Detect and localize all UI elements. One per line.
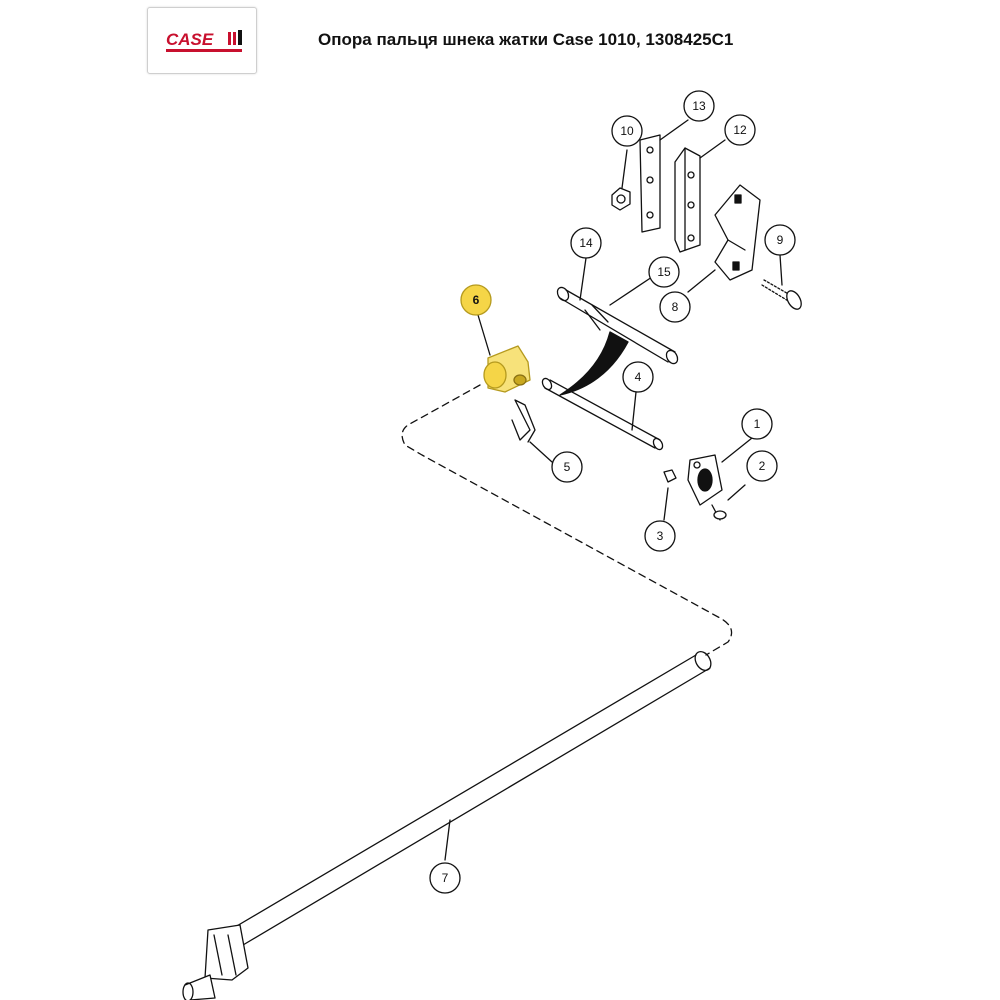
callout-12[interactable]: 12 [724, 114, 756, 146]
callout-circle [724, 114, 756, 146]
case-logo-icon: CASE [166, 30, 242, 52]
callout-label: 12 [733, 123, 747, 137]
part-13-plate [639, 134, 661, 233]
callout-circle [429, 862, 461, 894]
callout-2[interactable]: 2 [746, 450, 778, 482]
callout-14[interactable]: 14 [570, 227, 602, 259]
callout-circle [460, 284, 492, 316]
callout-label: 3 [657, 529, 664, 543]
callout-9[interactable]: 9 [764, 224, 796, 256]
callout-circle [659, 291, 691, 323]
page-title: Опора пальця шнека жатки Case 1010, 1308… [318, 30, 734, 49]
leader-5 [529, 441, 553, 463]
callout-4[interactable]: 4 [622, 361, 654, 393]
callout-13[interactable]: 13 [683, 90, 715, 122]
callout-3[interactable]: 3 [644, 520, 676, 552]
leader-9 [779, 254, 783, 286]
callout-circle [648, 256, 680, 288]
callout-circle [764, 224, 796, 256]
leader-15 [609, 274, 656, 306]
part-5-clip [511, 399, 536, 443]
callout-circle [611, 115, 643, 147]
callout-label: 5 [564, 460, 571, 474]
callout-10[interactable]: 10 [611, 115, 643, 147]
leader-4 [631, 391, 637, 431]
callout-5[interactable]: 5 [551, 451, 583, 483]
callout-label: 14 [579, 236, 593, 250]
callout-label: 1 [754, 417, 761, 431]
part-7-shaft [182, 651, 712, 1000]
part-8-clamp [714, 184, 761, 281]
brand-text: CASE [166, 30, 214, 49]
callout-circle [622, 361, 654, 393]
callout-15[interactable]: 15 [648, 256, 680, 288]
callout-circle [570, 227, 602, 259]
part-6-bushing [483, 345, 531, 393]
leader-2 [727, 484, 746, 501]
leader-8 [687, 269, 716, 293]
callout-7[interactable]: 7 [429, 862, 461, 894]
part-12-plate [674, 147, 701, 253]
leader-1 [721, 437, 753, 463]
callout-circle [551, 451, 583, 483]
part-14-finger-shaft [556, 286, 679, 396]
leader-7 [444, 819, 451, 861]
callout-label: 10 [620, 124, 634, 138]
callout-circle [683, 90, 715, 122]
callout-label: 9 [777, 233, 784, 247]
callout-circle [644, 520, 676, 552]
callout-label: 2 [759, 459, 766, 473]
callout-label: 13 [692, 99, 706, 113]
callout-8[interactable]: 8 [659, 291, 691, 323]
callout-circle [746, 450, 778, 482]
callout-label: 8 [672, 300, 679, 314]
callout-label: 7 [442, 871, 449, 885]
leader-6 [477, 314, 491, 356]
part-10-nut [611, 187, 631, 211]
callout-circle [741, 408, 773, 440]
leader-12 [699, 139, 726, 159]
callout-label: 15 [657, 265, 671, 279]
part-3-nut [663, 469, 677, 483]
callout-label: 6 [473, 293, 480, 307]
leader-14 [579, 257, 587, 301]
leader-10 [621, 149, 628, 189]
assembly-dashed-line [401, 384, 733, 656]
callout-1[interactable]: 1 [741, 408, 773, 440]
callout-6[interactable]: 6 [460, 284, 492, 316]
part-9-bolt [761, 279, 802, 310]
part-2-bolt [711, 504, 727, 521]
brand-logo[interactable]: CASE [147, 7, 257, 74]
part-1-bracket [687, 454, 723, 506]
leader-13 [659, 119, 689, 141]
leader-3 [663, 487, 669, 521]
callout-label: 4 [635, 370, 642, 384]
